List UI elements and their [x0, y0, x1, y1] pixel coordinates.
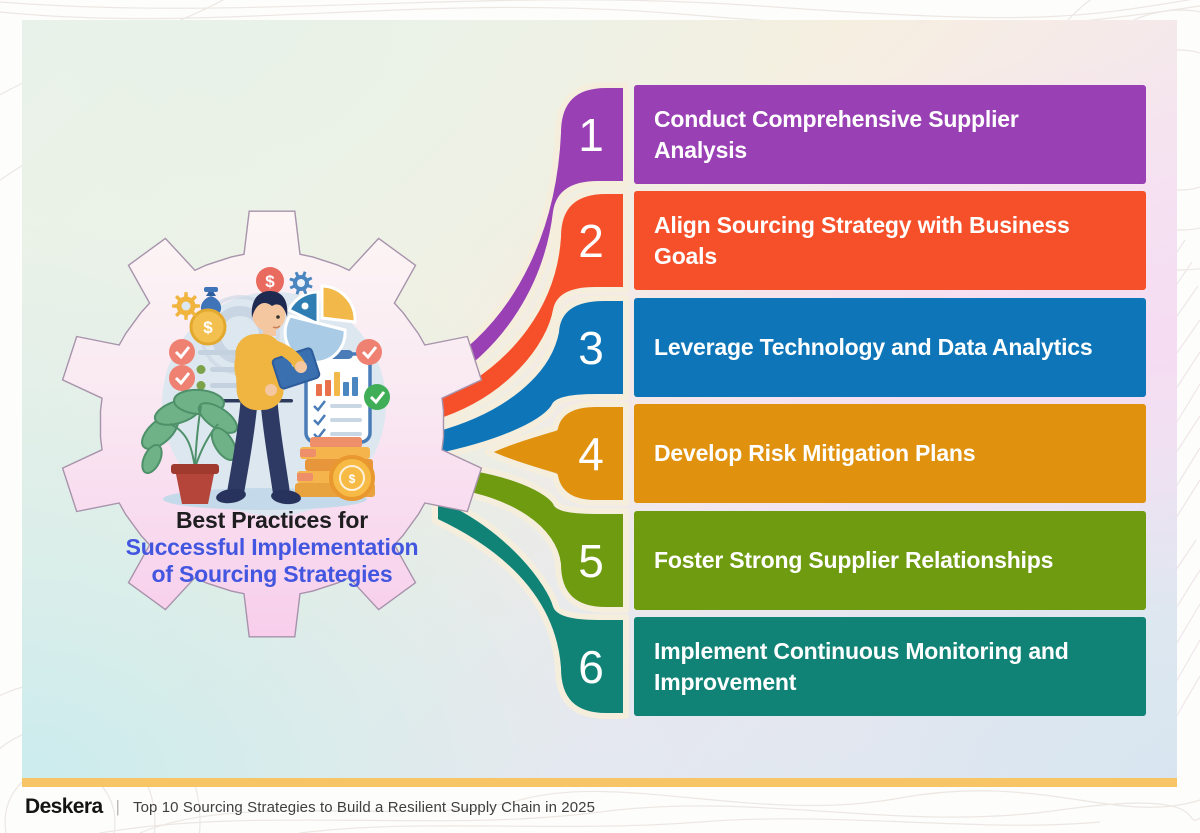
gear-title-line2: Successful Implementation — [125, 534, 419, 560]
svg-text:$: $ — [203, 318, 213, 337]
ribbon-step-6 — [432, 492, 629, 719]
step-number-6: 6 — [578, 640, 604, 693]
svg-text:$: $ — [265, 272, 275, 291]
gear-title-line1: Best Practices for — [176, 507, 368, 533]
potted-plant-icon — [141, 388, 239, 504]
step-bar-4: Develop Risk Mitigation Plans — [634, 404, 1146, 503]
step-bar-1: Conduct Comprehensive Supplier Analysis — [634, 85, 1146, 184]
sourcing-illustration: $ $ $ — [141, 267, 390, 516]
step-number-5: 5 — [578, 534, 604, 587]
step-label-1: Conduct Comprehensive Supplier Analysis — [654, 105, 1019, 163]
dollar-badge-icon: $ — [256, 267, 284, 295]
check-badge-icons — [169, 339, 390, 410]
svg-text:$: $ — [349, 472, 356, 486]
person-illustration — [216, 291, 321, 505]
step-bar-5: Foster Strong Supplier Relationships — [634, 511, 1146, 610]
pie-chart-icon — [283, 284, 357, 364]
step-number-4: 4 — [578, 427, 604, 480]
step-bar-6: Implement Continuous Monitoring and Impr… — [634, 617, 1146, 716]
gear-title: Best Practices for Successful Implementa… — [92, 507, 452, 588]
step-label-6: Implement Continuous Monitoring and Impr… — [654, 637, 1069, 695]
step-label-5: Foster Strong Supplier Relationships — [654, 547, 1054, 573]
step-bar-2: Align Sourcing Strategy with Business Go… — [634, 191, 1146, 290]
ribbon-step-4 — [484, 401, 629, 506]
footer-caption: Top 10 Sourcing Strategies to Build a Re… — [132, 798, 596, 816]
step-label-4: Develop Risk Mitigation Plans — [654, 440, 976, 466]
step-label-2: Align Sourcing Strategy with Business Go… — [654, 211, 1070, 269]
gear-title-line3: of Sourcing Strategies — [151, 561, 393, 587]
brand-logo: Deskera — [25, 795, 103, 818]
step-number-1: 1 — [578, 108, 604, 161]
step-number-2: 2 — [578, 214, 604, 267]
step-number-3: 3 — [578, 321, 604, 374]
footer-divider: | — [115, 797, 120, 816]
step-bar-3: Leverage Technology and Data Analytics — [634, 298, 1146, 397]
step-label-3: Leverage Technology and Data Analytics — [654, 334, 1093, 360]
footer: Deskera | Top 10 Sourcing Strategies to … — [25, 792, 595, 822]
yellow-coin-icon: $ — [189, 308, 227, 346]
gold-coin-icon: $ — [329, 455, 375, 501]
mini-bar-chart-icon — [316, 372, 358, 396]
bottom-accent-bar — [22, 778, 1177, 787]
